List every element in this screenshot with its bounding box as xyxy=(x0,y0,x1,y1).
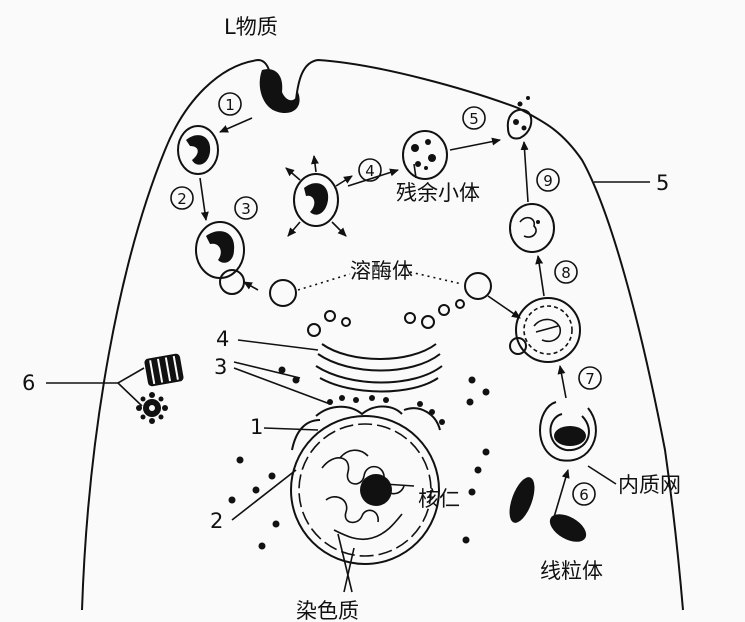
process-arrows xyxy=(199,117,570,525)
cell-membrane xyxy=(81,58,684,611)
lysosome-right xyxy=(464,272,492,300)
step-circle-4: 4 xyxy=(358,158,382,182)
nucleus xyxy=(290,415,440,565)
phagosome-step3 xyxy=(195,221,245,295)
step-number: 8 xyxy=(561,264,571,282)
label-nucleolus: 核仁 xyxy=(418,487,460,511)
l-substance-blob xyxy=(259,69,300,114)
autolysosome xyxy=(509,297,581,363)
golgi-apparatus xyxy=(307,299,465,393)
ribosome-dots xyxy=(228,366,490,550)
label-number-3: 3 xyxy=(214,355,227,379)
step-circle-9: 9 xyxy=(536,168,560,192)
mitochondrion-b xyxy=(549,514,587,542)
centriole-group xyxy=(136,353,184,424)
step-circle-1: 1 xyxy=(218,92,242,116)
step-number: 3 xyxy=(241,200,251,218)
label-l-substance: L物质 xyxy=(224,15,278,39)
nucleolus xyxy=(360,474,392,506)
label-number-4: 4 xyxy=(216,327,229,351)
label-mitochondria: 线粒体 xyxy=(540,559,603,583)
step-circle-6: 6 xyxy=(572,482,596,506)
step-number: 7 xyxy=(585,370,595,388)
lysosome-left xyxy=(269,279,297,307)
label-number-2: 2 xyxy=(210,509,223,533)
step-number: 5 xyxy=(469,110,479,128)
vesicle-step9 xyxy=(509,203,555,253)
exocytosis-site xyxy=(506,96,533,140)
residual-body-vesicle xyxy=(402,130,448,180)
step-circle-7: 7 xyxy=(578,366,602,390)
step-number: 2 xyxy=(177,190,187,208)
step-number: 6 xyxy=(579,486,589,504)
step-number: 1 xyxy=(225,96,235,114)
step-circle-8: 8 xyxy=(554,260,578,284)
rough-er xyxy=(291,395,445,451)
step-circle-2: 2 xyxy=(170,186,194,210)
step-circle-3: 3 xyxy=(234,196,258,220)
label-number-1: 1 xyxy=(250,415,263,439)
vesicle-step1 xyxy=(177,125,219,175)
label-number-5: 5 xyxy=(656,171,669,195)
step-circle-5: 5 xyxy=(462,106,486,130)
mitochondrion-a xyxy=(509,477,535,523)
label-residual-body: 残余小体 xyxy=(396,181,480,205)
label-chromatin: 染色质 xyxy=(296,599,359,622)
step-number: 4 xyxy=(365,162,375,180)
step-number: 9 xyxy=(543,172,553,190)
er-wrapping-mito xyxy=(539,401,597,462)
autophagosome-step4 xyxy=(285,155,353,237)
label-er: 内质网 xyxy=(618,473,681,497)
leader-lines xyxy=(46,163,650,593)
label-number-6: 6 xyxy=(22,371,35,395)
label-lysosome: 溶酶体 xyxy=(350,259,413,283)
